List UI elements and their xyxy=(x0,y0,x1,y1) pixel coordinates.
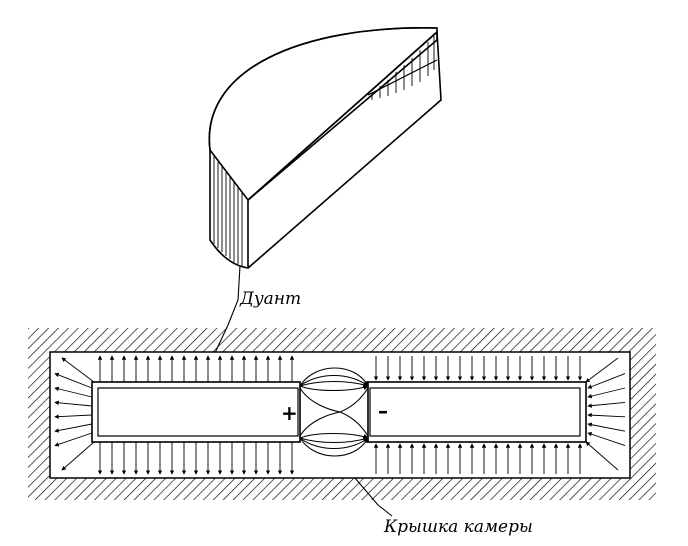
field-arrow xyxy=(585,441,619,471)
field-arrow xyxy=(54,400,93,407)
right-dee-inner xyxy=(369,387,581,437)
field-arrow xyxy=(587,432,626,447)
lid-leader-line xyxy=(354,477,393,517)
chamber-cross-section: + – xyxy=(28,328,656,500)
minus-sign: – xyxy=(378,399,388,423)
plus-sign: + xyxy=(281,401,298,425)
field-arrow xyxy=(61,441,95,471)
dee-3d-view xyxy=(208,27,442,269)
dee-arc-edge xyxy=(208,27,438,151)
field-arrow xyxy=(587,373,626,389)
gap-field-bottom xyxy=(299,411,369,457)
field-arrow xyxy=(587,412,626,418)
field-arrow xyxy=(61,357,95,383)
field-arrow xyxy=(54,372,93,389)
dee-top-face xyxy=(208,27,438,202)
field-arrow xyxy=(587,401,626,408)
chamber-lid-label: Крышка камеры xyxy=(383,517,533,537)
field-arrow xyxy=(54,386,93,398)
dee-front-wall xyxy=(247,30,442,269)
field-arrow xyxy=(587,387,626,399)
field-arrow xyxy=(54,432,93,447)
field-arrow xyxy=(585,357,619,383)
dee-curved-wall xyxy=(209,150,249,269)
dee-label: Дуант xyxy=(239,289,301,309)
chamber-lid-hatching xyxy=(28,328,656,500)
field-arrow xyxy=(54,414,93,419)
left-dee-inner xyxy=(97,387,299,437)
dee-curved-wall-shading xyxy=(213,156,243,266)
dee-front-wall-shading xyxy=(371,36,435,100)
field-arrow xyxy=(587,422,626,432)
gap-field-top xyxy=(299,367,369,413)
dee-opening-rim xyxy=(367,59,438,96)
electric-field-lines xyxy=(54,355,626,475)
field-arrow xyxy=(54,423,93,433)
